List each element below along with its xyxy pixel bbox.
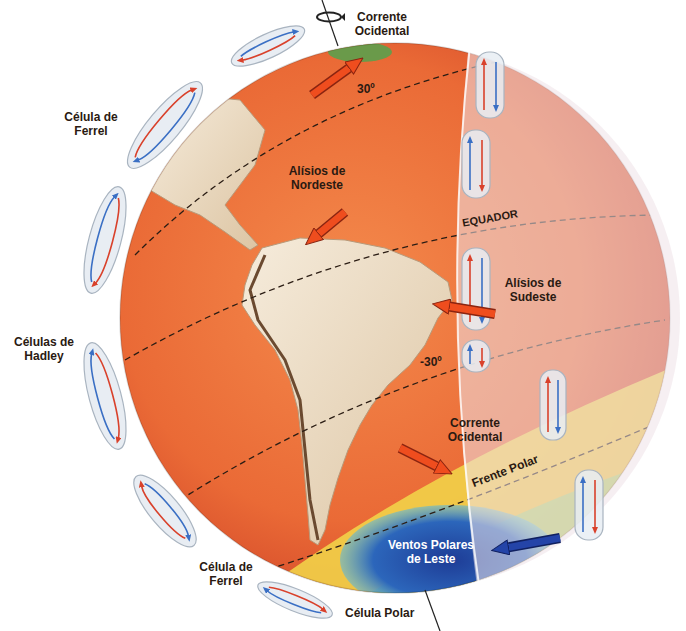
wind-label: Corrente Ocidental <box>443 416 507 444</box>
cell-label: Células de Hadley <box>8 335 80 363</box>
latitude-label: 30º <box>357 82 375 96</box>
cell-label: Célula de Ferrel <box>195 560 257 588</box>
front-label: Frente Polar <box>470 452 540 490</box>
cell-label: Célula de Ferrel <box>60 110 122 138</box>
wind-label: Ventos Polares de Leste <box>383 538 479 566</box>
cell-label: Célula Polar <box>345 606 414 620</box>
wind-label: Alísios de Sudeste <box>500 276 566 304</box>
equator-label: EQUADOR <box>461 206 519 230</box>
latitude-label: -30º <box>420 355 442 369</box>
wind-label: Corrente Ocidental <box>350 10 414 38</box>
wind-label: Alísios de Nordeste <box>282 164 352 192</box>
